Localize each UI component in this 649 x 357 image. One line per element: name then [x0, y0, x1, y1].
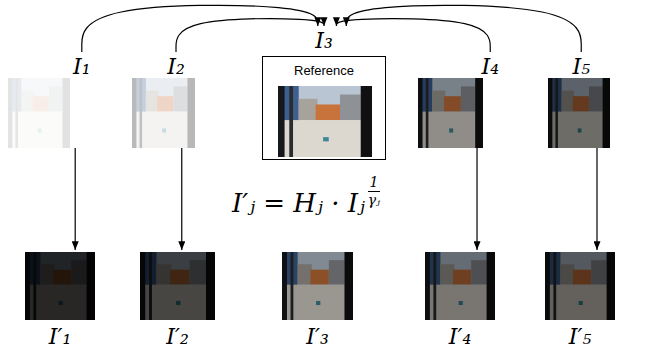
arrow-connector	[336, 19, 490, 52]
image-panel: I₅	[540, 52, 615, 148]
image-label: I₄	[481, 54, 499, 80]
image-label: I′₃	[280, 324, 355, 350]
underexposure	[548, 78, 610, 148]
underexposure	[25, 252, 95, 320]
photo	[425, 252, 495, 320]
underexposure	[545, 252, 615, 320]
arrow-connector	[176, 19, 324, 52]
image-panel: I′₂	[140, 250, 215, 350]
photo	[278, 86, 372, 157]
image-panel: I₁	[8, 52, 98, 148]
photo	[418, 78, 483, 148]
photo	[25, 252, 95, 320]
arrow-connector	[75, 148, 76, 250]
fraction-bar	[368, 191, 380, 192]
image-label: I′₄	[423, 324, 497, 350]
image-panel: I′₁	[22, 250, 98, 350]
image-label: I₅	[572, 54, 590, 80]
image-label: I₂	[167, 54, 185, 80]
photo	[282, 252, 353, 320]
image-label: I₁	[73, 54, 91, 80]
image-panel: I′₅	[543, 250, 617, 350]
image-panel: I′₃	[280, 250, 355, 350]
arrow-connector	[596, 148, 597, 250]
image-label: I′₁	[22, 324, 98, 350]
image-panel: I₂	[132, 52, 212, 148]
arrow-connector	[181, 148, 182, 250]
overexposure	[8, 78, 70, 148]
formula-text: I′ⱼ = Hⱼ · Iⱼ	[232, 188, 365, 218]
arrow-connector	[476, 148, 477, 250]
frame-title: Reference	[263, 57, 385, 79]
photo	[8, 78, 70, 148]
photo	[132, 78, 195, 148]
underexposure	[418, 78, 483, 148]
image-label: I₃	[262, 28, 386, 54]
arrow-connector	[346, 5, 581, 52]
frame-border: Reference	[262, 56, 386, 160]
image-panel: I′₄	[423, 250, 497, 350]
image-panel: I₄	[418, 52, 503, 148]
reference-frame: I₃ Reference	[262, 26, 386, 160]
underexposure	[140, 252, 215, 320]
photo	[140, 252, 215, 320]
image-label: I′₂	[140, 324, 215, 350]
arrow-connector	[82, 5, 318, 52]
photo	[545, 252, 615, 320]
exponent-part: γⱼ	[368, 192, 380, 208]
overexposure	[132, 78, 195, 148]
underexposure	[282, 252, 353, 320]
image-label: I′₅	[543, 324, 617, 350]
underexposure	[425, 252, 495, 320]
exponent-part: 1	[369, 174, 378, 190]
photo	[548, 78, 610, 148]
